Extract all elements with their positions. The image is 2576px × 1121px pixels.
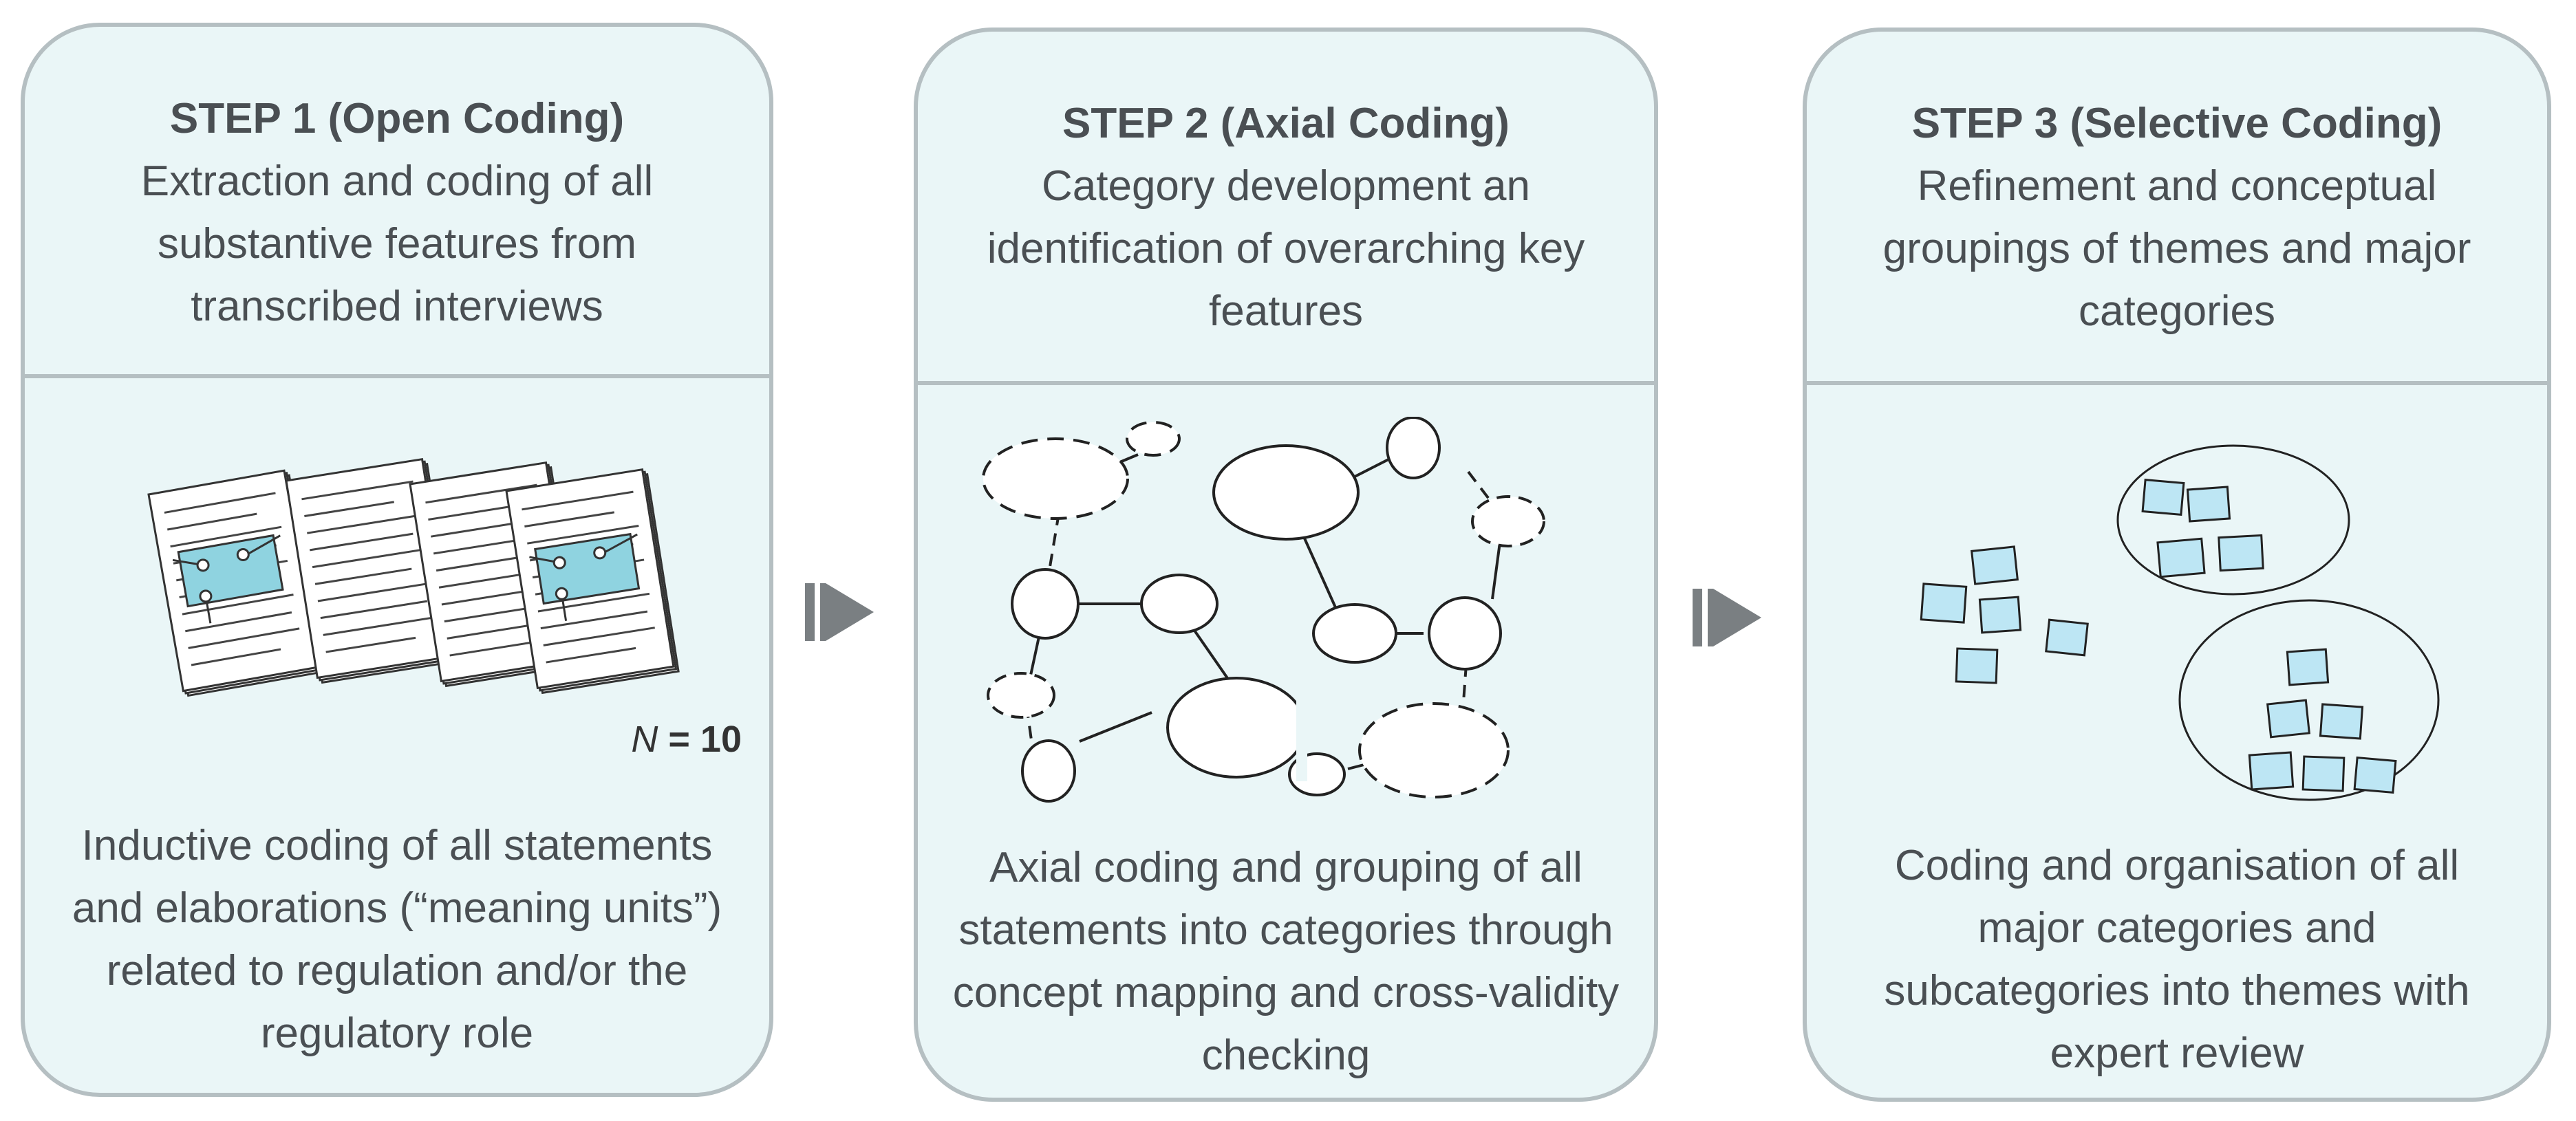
step-1-title: STEP 1 (Open Coding) bbox=[169, 95, 625, 142]
step-2-panel: STEP 2 (Axial Coding) Category developme… bbox=[914, 28, 1658, 1102]
step-2-header: STEP 2 (Axial Coding) Category developme… bbox=[945, 92, 1627, 342]
step-2-title: STEP 2 (Axial Coding) bbox=[1062, 100, 1510, 147]
play-arrow-icon bbox=[1693, 589, 1761, 646]
step-3-panel: STEP 3 (Selective Coding) Refinement and… bbox=[1803, 28, 2551, 1102]
step-2-description: Category development an identification o… bbox=[987, 162, 1585, 335]
step-3-details: Coding and organisation of all major cat… bbox=[1884, 842, 2470, 1077]
step-2-details: Axial coding and grouping of all stateme… bbox=[952, 844, 1620, 1079]
step-1-divider bbox=[25, 374, 769, 378]
sample-size-label: N = 10 bbox=[631, 718, 742, 761]
step-1-details: Inductive coding of all statements and e… bbox=[72, 822, 722, 1057]
concept-map-diagram bbox=[982, 417, 1545, 803]
sample-size-value: = 10 bbox=[658, 719, 742, 760]
step-3-description: Refinement and conceptual groupings of t… bbox=[1882, 162, 2471, 335]
sample-size-variable: N bbox=[631, 719, 658, 760]
step-3-divider bbox=[1807, 381, 2547, 385]
sticky-notes-icon bbox=[1920, 444, 2440, 801]
step-1-description: Extraction and coding of all substantive… bbox=[140, 157, 654, 330]
step-2-divider bbox=[918, 381, 1654, 385]
play-arrow-icon bbox=[805, 583, 874, 641]
transcript-documents-icon bbox=[121, 458, 680, 697]
step-3-header: STEP 3 (Selective Coding) Refinement and… bbox=[1834, 92, 2520, 342]
step-3-title: STEP 3 (Selective Coding) bbox=[1911, 100, 2443, 147]
step-1-panel: STEP 1 (Open Coding) Extraction and codi… bbox=[21, 23, 773, 1097]
step-1-header: STEP 1 (Open Coding) Extraction and codi… bbox=[52, 87, 742, 338]
